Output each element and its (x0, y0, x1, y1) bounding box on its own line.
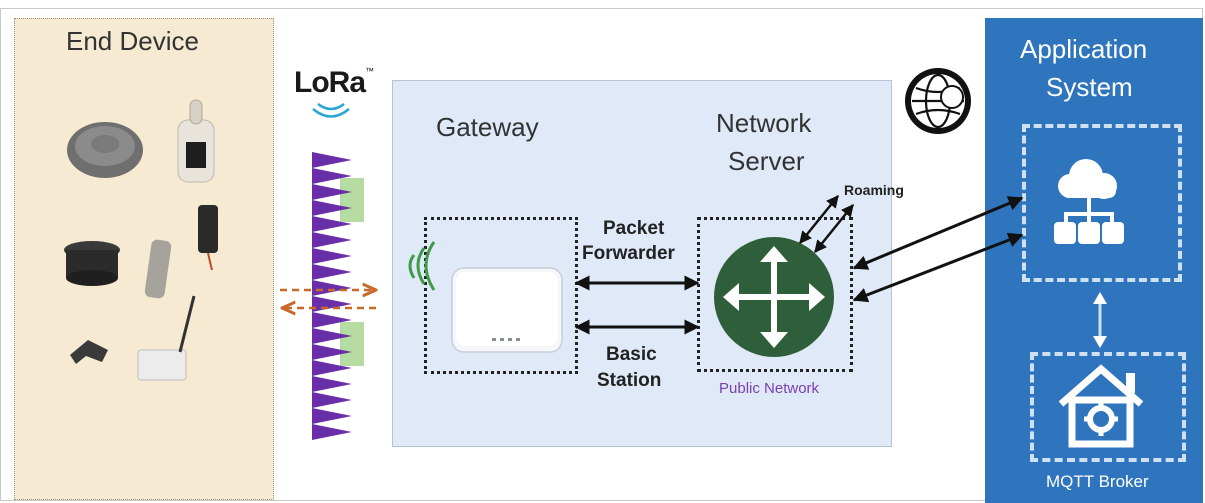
gps-tracker-icon (198, 205, 218, 271)
basic-station-label-line1: Basic (606, 344, 657, 365)
lora-wave-icon (312, 102, 350, 118)
lora-logo-text: LoRa™ (294, 66, 374, 100)
public-network-label: Public Network (719, 380, 820, 397)
application-title-line2: System (1046, 72, 1133, 102)
mqtt-broker-box (1030, 352, 1186, 462)
packet-forwarder-label-line1: Packet (603, 218, 665, 239)
lora-logo-word: LoRa (294, 66, 366, 99)
app-link-lower (852, 232, 1024, 303)
application-server-box (1022, 124, 1182, 282)
network-server-title-line1: Network (716, 108, 812, 138)
roaming-arrow-1 (799, 195, 839, 244)
parking-sensor-icon (64, 241, 120, 286)
gateway-device-icon (451, 267, 563, 353)
basic-station-label-line2: Station (597, 370, 662, 391)
network-server-box (697, 217, 853, 372)
wifi-signal-icon (408, 241, 436, 291)
roaming-arrow-2 (814, 204, 854, 253)
home-gear-icon (1058, 364, 1144, 448)
sensor-disc-icon (67, 122, 143, 178)
router-icon (714, 237, 834, 357)
cloud-network-icon (1054, 159, 1124, 244)
ipv6-globe-icon (905, 68, 971, 134)
gateway-box (424, 217, 578, 374)
mini-gateway-icon (137, 295, 196, 381)
probe-sensor-icon (144, 239, 172, 299)
sensor-tag-icon (177, 99, 215, 183)
roaming-label: Roaming (844, 182, 904, 198)
app-link-upper (852, 196, 1024, 270)
end-device-title: End Device (66, 26, 199, 56)
lora-signal-band (312, 152, 364, 440)
app-broker-link-icon (1093, 292, 1107, 348)
application-title-line1: Application (1020, 34, 1148, 64)
mqtt-broker-label: MQTT Broker (1046, 472, 1149, 491)
lora-trademark: ™ (365, 66, 374, 76)
network-server-title-line2: Server (728, 146, 805, 176)
elbow-sensor-icon (70, 340, 108, 364)
gateway-title: Gateway (436, 112, 539, 142)
end-device-panel (14, 18, 274, 500)
packet-forwarder-label-line2: Forwarder (582, 243, 675, 264)
